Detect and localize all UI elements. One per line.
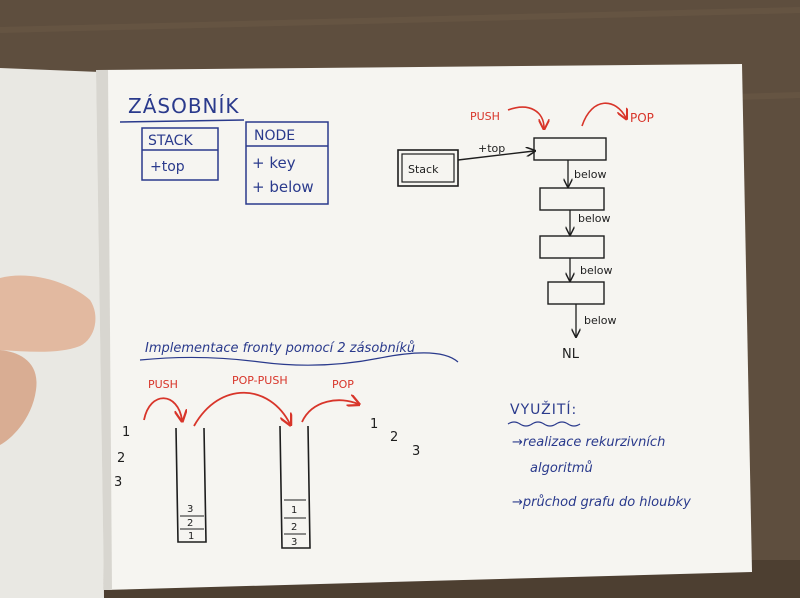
stack-1-item-3: 1 <box>188 531 194 542</box>
stack-class-attr: +top <box>150 159 185 175</box>
uses-item-2: algoritmů <box>530 461 593 476</box>
output-number-3: 3 <box>412 444 420 459</box>
uses-section: VYUŽITÍ: →realizace rekurzivních algorit… <box>507 400 691 510</box>
uses-heading: VYUŽITÍ: <box>510 400 577 418</box>
right-page <box>96 64 752 590</box>
stack-1-item-2: 2 <box>187 518 193 529</box>
queue-push-label: PUSH <box>148 378 178 391</box>
node-class-box: NODE + key + below <box>245 121 329 205</box>
queue-heading: Implementace fronty pomocí 2 zásobníků <box>145 341 415 356</box>
list-node-1 <box>533 137 607 161</box>
node-class-attr-below: + below <box>252 178 314 196</box>
list-node-2 <box>539 187 605 211</box>
stack-2 <box>279 425 311 549</box>
node-class-name: NODE <box>254 128 295 144</box>
queue-diagram: PUSH POP-PUSH POP 1 2 3 3 2 1 1 2 3 1 2 … <box>114 374 420 549</box>
hand-lower <box>0 350 37 445</box>
stack-2-item-3: 3 <box>291 537 297 548</box>
output-number-2: 2 <box>390 430 398 445</box>
uses-item-3: →průchod grafu do hloubky <box>512 495 691 510</box>
stack-box-label: Stack <box>408 163 439 176</box>
linked-list-diagram: Stack +top PUSH POP below below below be… <box>397 102 654 362</box>
stack-class-name: STACK <box>148 133 193 149</box>
null-label: NL <box>562 347 580 362</box>
queue-pop-push-label: POP-PUSH <box>232 374 288 387</box>
page-title: ZÁSOBNÍK <box>128 94 240 118</box>
input-number-3: 3 <box>114 475 122 490</box>
stack-class-box: STACK +top <box>141 127 219 181</box>
input-number-1: 1 <box>122 425 130 440</box>
hand <box>0 275 96 352</box>
page-spine-shadow <box>96 70 112 590</box>
node-class-attr-key: + key <box>252 154 296 172</box>
stack-2-item-1: 1 <box>291 505 297 516</box>
output-number-1: 1 <box>370 417 378 432</box>
below-label-2: below <box>578 212 611 225</box>
below-label-3: below <box>580 264 613 277</box>
title-underline <box>119 119 245 123</box>
push-label-top: PUSH <box>470 110 500 123</box>
uses-item-1: →realizace rekurzivních <box>512 435 665 450</box>
queue-pop-label: POP <box>332 378 354 391</box>
pop-label-top: POP <box>630 111 654 125</box>
top-pointer-label: +top <box>478 142 505 155</box>
below-label-1: below <box>574 168 607 181</box>
stack-2-item-2: 2 <box>291 522 297 533</box>
below-label-4: below <box>584 314 617 327</box>
stack-1-item-1: 3 <box>187 504 193 515</box>
list-node-3 <box>539 235 605 259</box>
queue-heading-underline <box>139 352 459 366</box>
input-number-2: 2 <box>117 451 125 466</box>
stack-1 <box>175 427 207 543</box>
